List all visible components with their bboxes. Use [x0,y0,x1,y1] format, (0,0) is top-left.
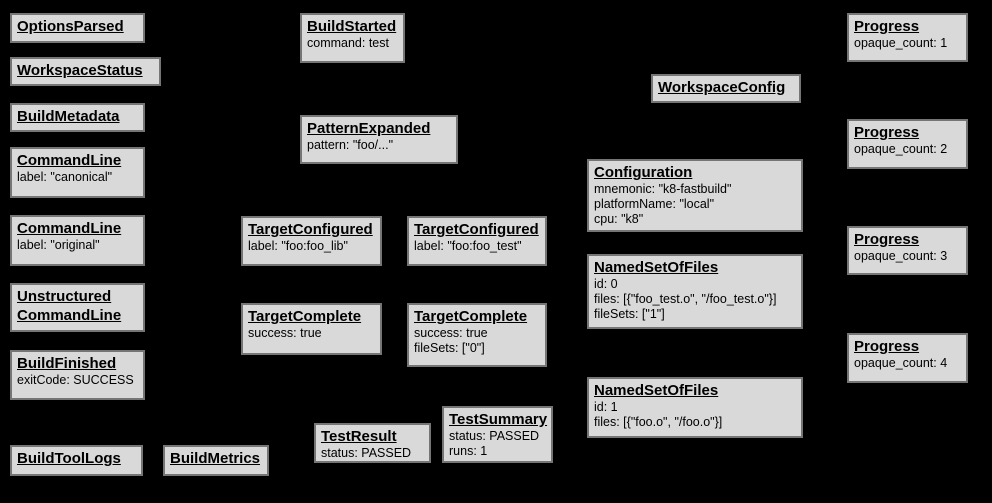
event-node-detail: command: test [307,36,389,50]
event-node-detail: label: "original" [17,238,100,252]
event-node-title: Configuration [594,164,693,181]
event-node-detail: pattern: "foo/..." [307,138,394,152]
event-node-detail: exitCode: SUCCESS [17,373,134,387]
event-node-detail: id: 1 [594,400,618,414]
event-node-title: CommandLine [17,220,122,237]
event-node-detail: success: true [414,326,488,340]
event-node-workspace-status: WorkspaceStatus [10,57,161,86]
event-node-build-metrics: BuildMetrics [163,445,269,476]
event-node-detail: label: "foo:foo_test" [414,239,522,253]
event-node-detail: status: PASSED [449,429,540,443]
event-node-detail: success: true [248,326,322,340]
event-node-title: Progress [854,124,920,141]
event-node-title: BuildMetadata [17,108,120,125]
event-node-detail: mnemonic: "k8-fastbuild" [594,182,732,196]
event-node-title: OptionsParsed [17,18,124,35]
event-node-title: TargetComplete [414,308,528,325]
event-node-title: BuildToolLogs [17,450,121,467]
event-node-detail: opaque_count: 1 [854,36,948,50]
event-node-detail: files: [{"foo.o", "/foo.o"}] [594,415,723,429]
event-node-workspace-config: WorkspaceConfig [651,74,801,103]
event-node-detail: opaque_count: 4 [854,356,948,370]
event-node-build-metadata: BuildMetadata [10,103,145,132]
event-node-detail: opaque_count: 3 [854,249,948,263]
event-node-detail: fileSets: ["0"] [414,341,485,355]
event-node-build-tool-logs: BuildToolLogs [10,445,143,476]
event-node-options-parsed: OptionsParsed [10,13,145,43]
event-node-title: PatternExpanded [307,120,431,137]
event-node-title: Unstructured [17,288,112,305]
event-node-title: TargetConfigured [414,221,539,238]
event-node-detail: label: "foo:foo_lib" [248,239,348,253]
event-node-detail: cpu: "k8" [594,212,644,226]
event-node-title: WorkspaceConfig [658,79,786,96]
event-node-title: TestSummary [449,411,548,428]
event-node-detail: fileSets: ["1"] [594,307,665,321]
event-node-title: Progress [854,18,920,35]
event-node-title: Progress [854,338,920,355]
event-node-title: BuildFinished [17,355,117,372]
event-node-detail: files: [{"foo_test.o", "/foo_test.o"}] [594,292,777,306]
event-node-detail: runs: 1 [449,444,488,458]
event-node-title: Progress [854,231,920,248]
event-node-title: BuildStarted [307,18,397,35]
event-node-title: CommandLine [17,307,122,324]
event-node-detail: label: "canonical" [17,170,113,184]
event-node-title: TestResult [321,428,397,445]
event-node-title: BuildMetrics [170,450,261,467]
event-node-title: WorkspaceStatus [17,62,143,79]
event-node-detail: platformName: "local" [594,197,715,211]
event-node-title: TargetConfigured [248,221,373,238]
event-node-detail: opaque_count: 2 [854,142,948,156]
event-node-title: NamedSetOfFiles [594,382,719,399]
event-node-detail: status: PASSED [321,446,412,460]
event-node-title: TargetComplete [248,308,362,325]
event-node-detail: id: 0 [594,277,618,291]
event-node-title: NamedSetOfFiles [594,259,719,276]
event-node-title: CommandLine [17,152,122,169]
